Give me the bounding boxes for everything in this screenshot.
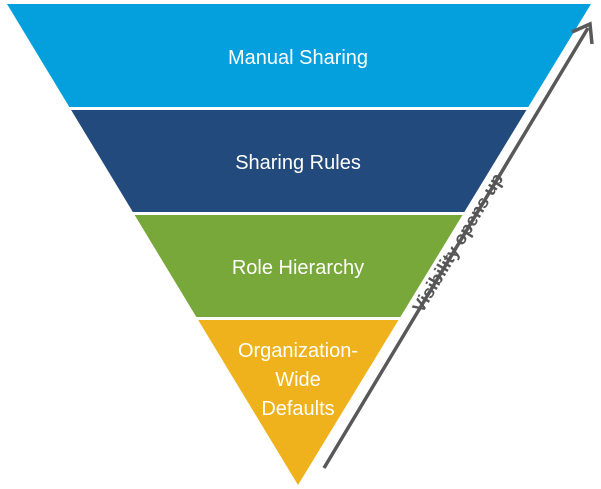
- pyramid-layer-3: [134, 215, 463, 317]
- pyramid-layer-4: [198, 320, 399, 485]
- arrow-shaft: [322, 27, 590, 469]
- pyramid-layer-label: Organization-: [238, 340, 358, 362]
- pyramid-layer-label: Defaults: [261, 398, 334, 420]
- pyramid-layer-label: Manual Sharing: [228, 47, 368, 69]
- arrow-head-icon: [571, 21, 594, 45]
- pyramid-layer-label: Wide: [275, 369, 321, 391]
- pyramid-layer-2: [71, 110, 527, 212]
- pyramid-layer-label: Sharing Rules: [235, 152, 361, 174]
- pyramid-layer-label: Role Hierarchy: [232, 257, 364, 279]
- pyramid-layer-1: [7, 4, 591, 107]
